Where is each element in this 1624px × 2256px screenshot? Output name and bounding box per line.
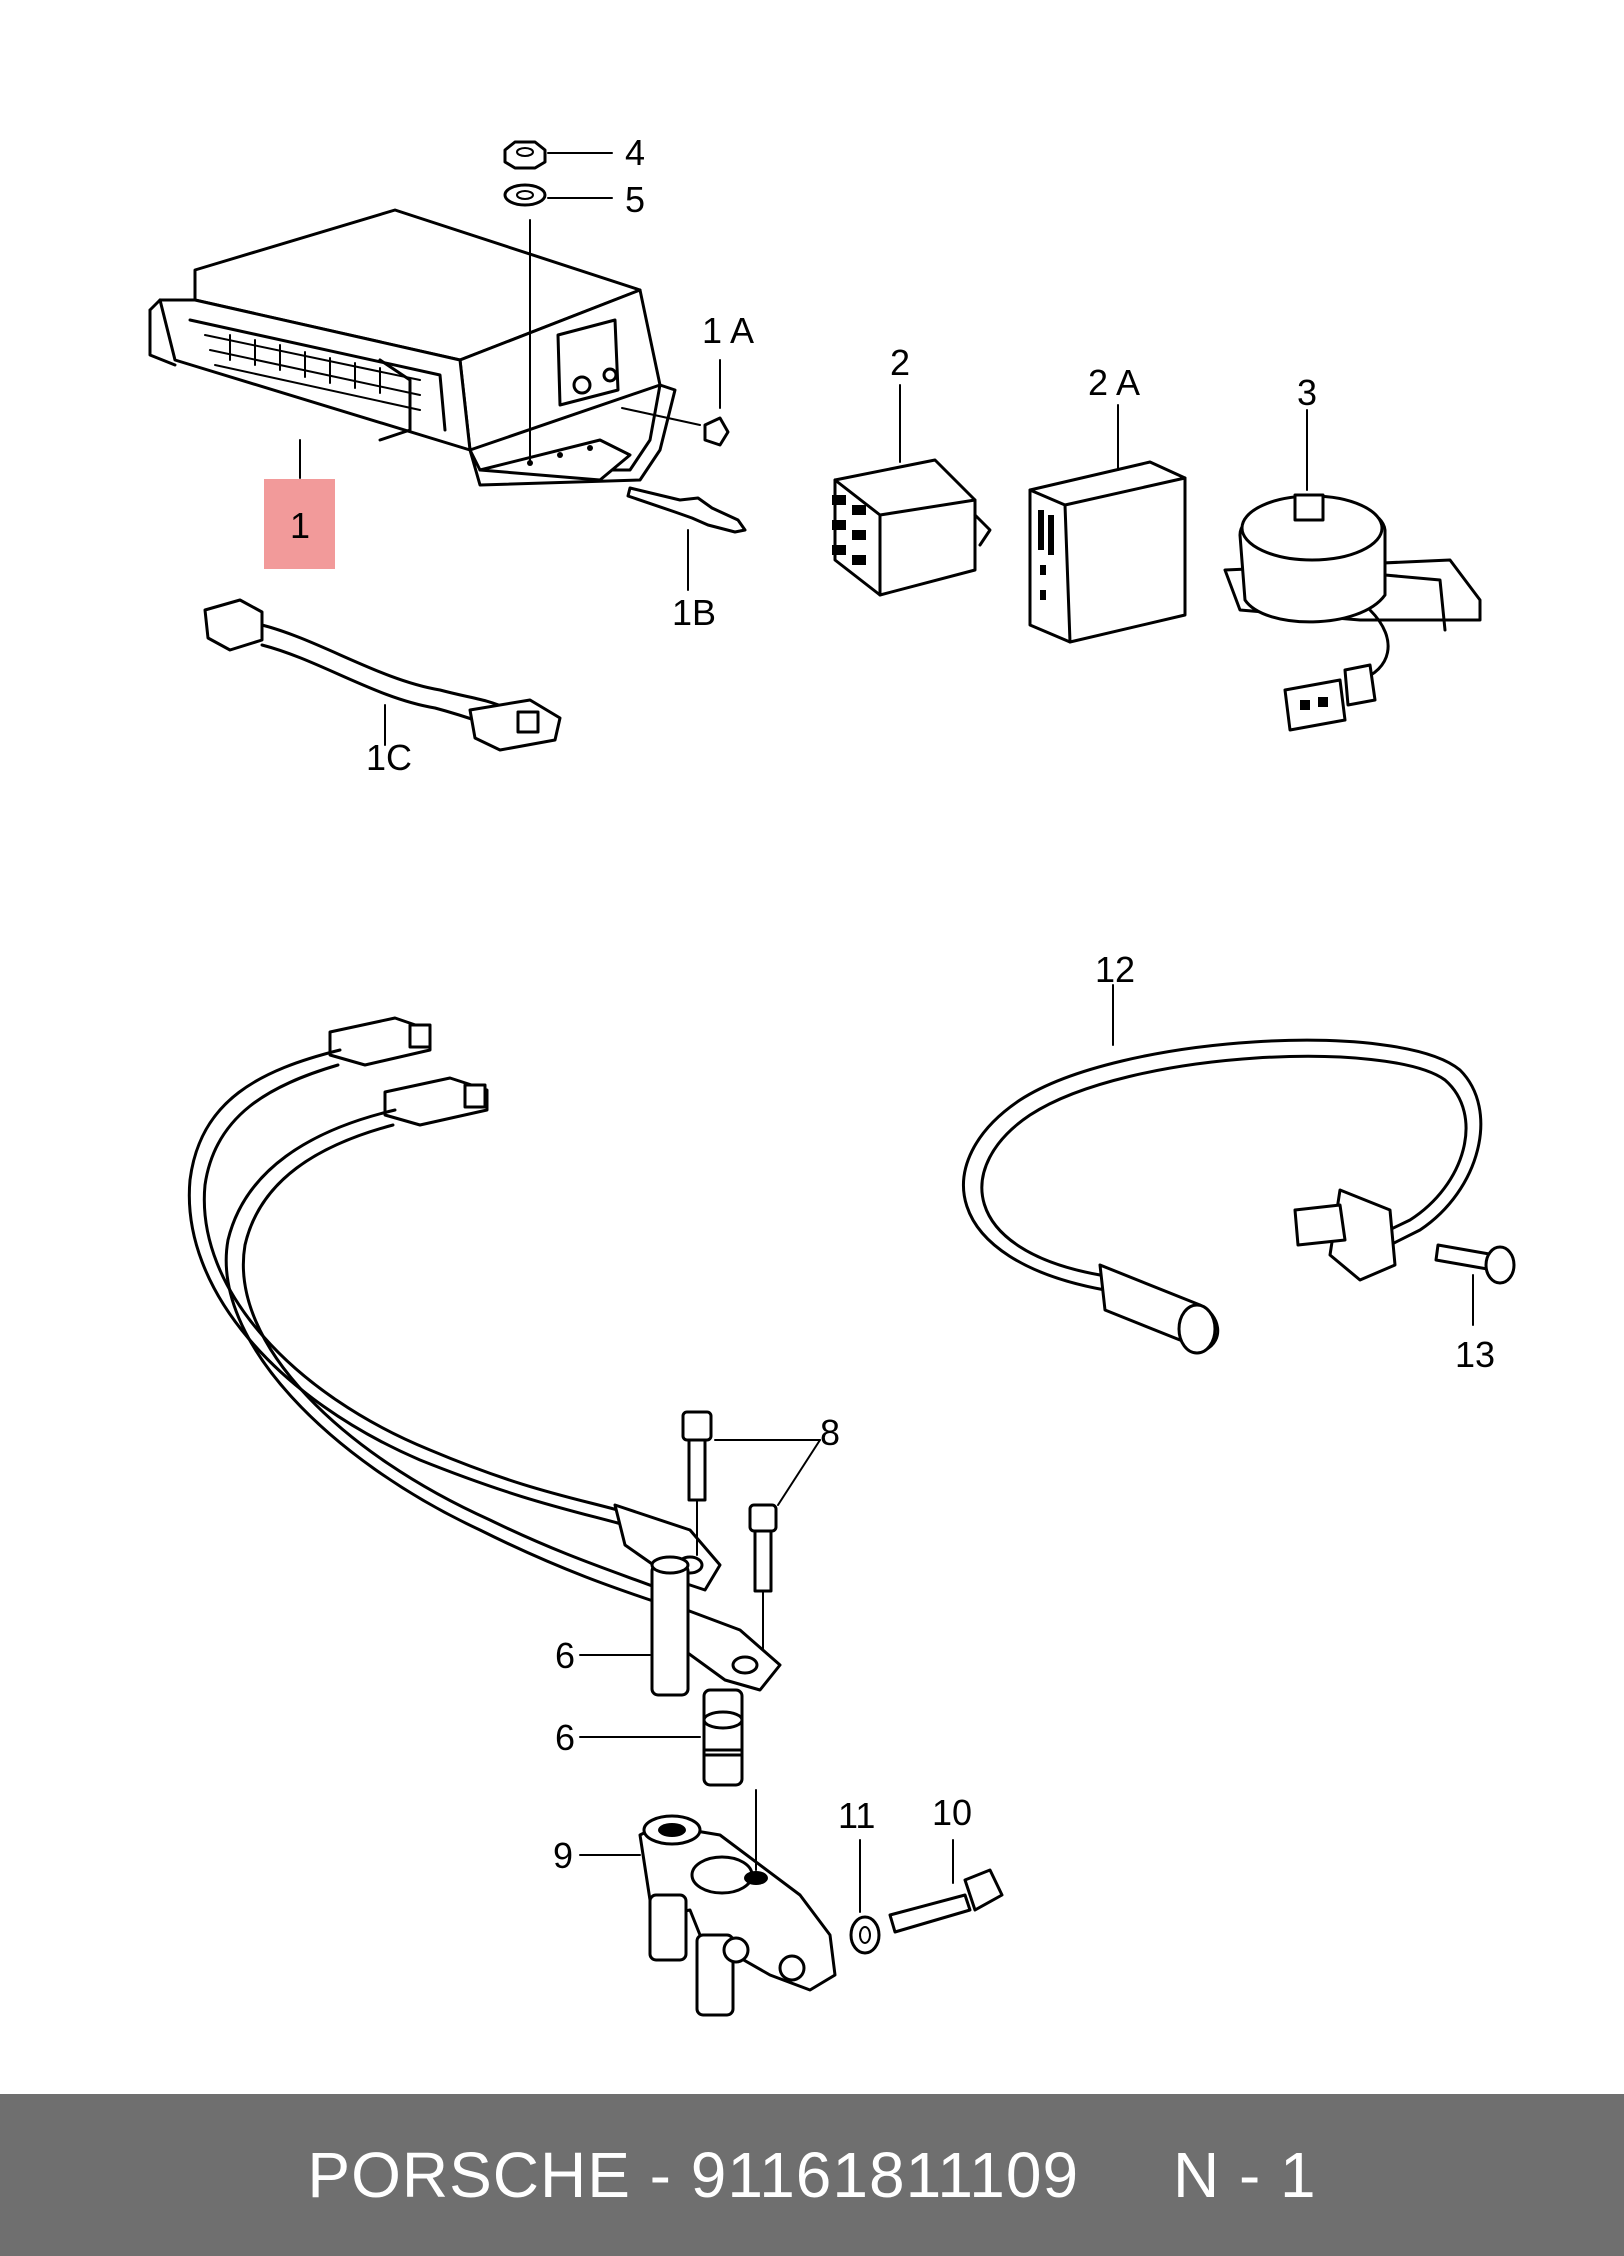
- label-part-8: 8: [820, 1412, 840, 1453]
- parts-diagram: 1 1 A 1B 1C 2 2 A 3 4 5 6 6 8 9 10 11 12…: [148, 132, 1516, 2017]
- label-part-1c: 1C: [366, 737, 412, 778]
- sensor-cable-part-12: [962, 984, 1483, 1355]
- label-part-3: 3: [1297, 372, 1317, 413]
- label-part-10: 10: [932, 1792, 972, 1833]
- label-part-2: 2: [890, 342, 910, 383]
- bracket-part-9: [579, 1789, 837, 2017]
- highlighted-part-marker: [264, 479, 335, 569]
- pin-part-1b: [626, 486, 747, 591]
- label-part-11: 11: [838, 1795, 875, 1836]
- sensor-harness-part-6: [187, 1016, 782, 1787]
- footer-bar: PORSCHE - 91161811109 N - 1: [0, 2094, 1624, 2256]
- label-part-4: 4: [625, 132, 645, 173]
- label-part-6-upper: 6: [555, 1635, 575, 1676]
- module-part-2a: [1028, 404, 1187, 644]
- label-part-1a: 1 A: [702, 310, 754, 351]
- harness-part-1c: [203, 598, 562, 752]
- plug-part-1a: [621, 359, 730, 447]
- control-unit-part-1: [148, 208, 677, 487]
- label-part-12: 12: [1095, 949, 1135, 990]
- label-part-9: 9: [553, 1835, 573, 1876]
- washer-part-11: [849, 1839, 881, 1955]
- part-number-caption: PORSCHE - 91161811109 N - 1: [307, 2139, 1317, 2211]
- part-labels: 1 1 A 1B 1C 2 2 A 3 4 5 6 6 8 9 10 11 12…: [290, 132, 1495, 1876]
- bolt-part-13: [1434, 1243, 1516, 1326]
- bolt-part-10: [888, 1839, 1004, 1934]
- bolts-part-8: [681, 1410, 821, 1651]
- nut-part-4: [503, 140, 613, 170]
- washer-part-5: [503, 183, 613, 207]
- label-part-1: 1: [290, 505, 310, 546]
- relay-part-2: [832, 384, 992, 597]
- actuator-part-3: [1223, 409, 1482, 732]
- label-part-1b: 1B: [672, 592, 716, 633]
- label-part-2a: 2 A: [1088, 362, 1140, 403]
- label-part-13: 13: [1455, 1334, 1495, 1375]
- label-part-5: 5: [625, 179, 645, 220]
- label-part-6-lower: 6: [555, 1717, 575, 1758]
